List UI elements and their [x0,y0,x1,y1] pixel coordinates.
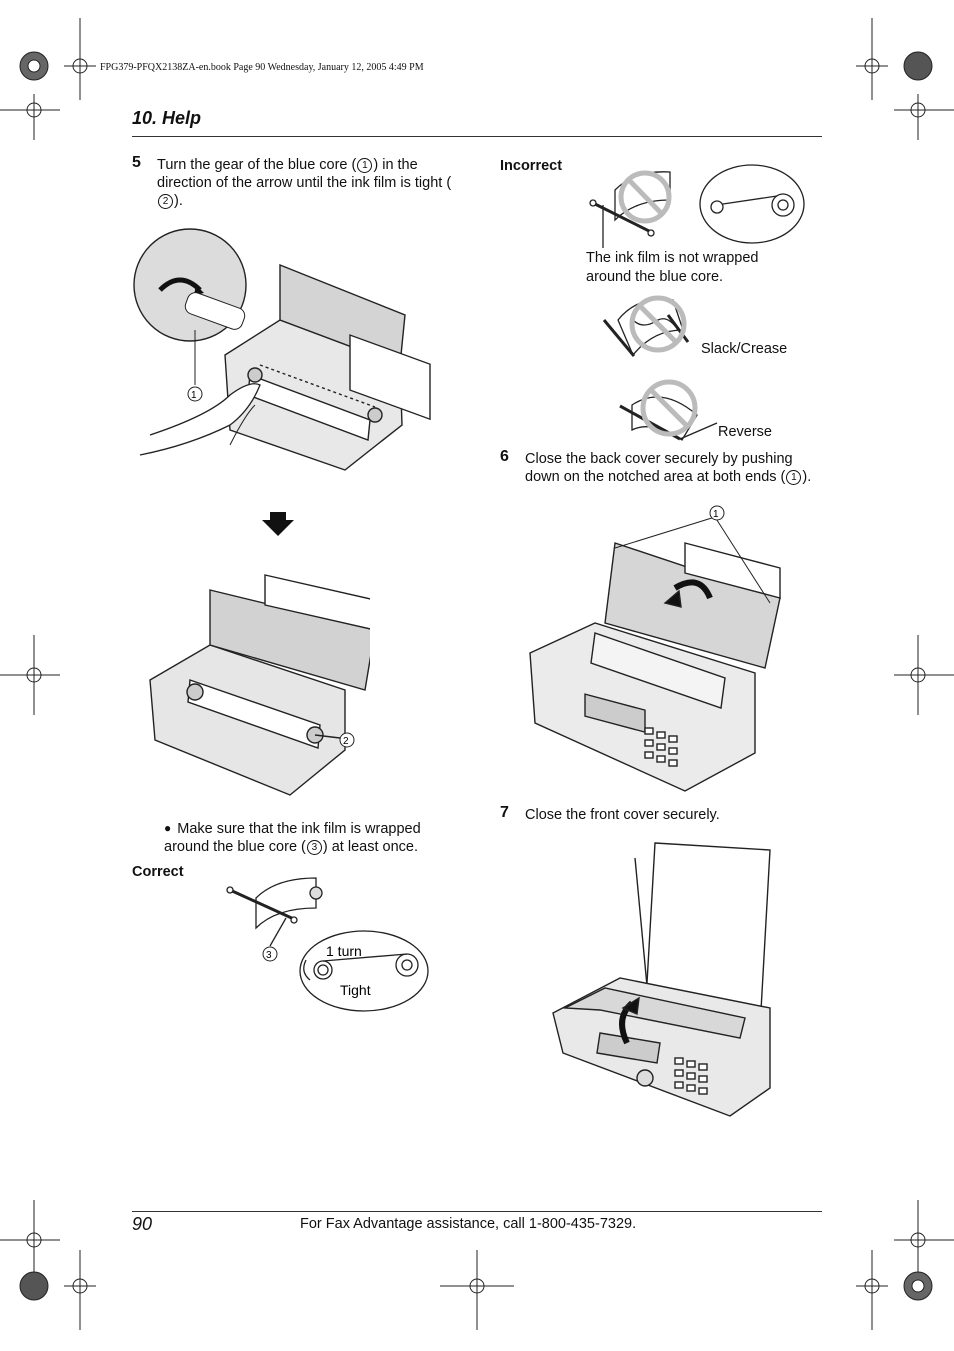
step-6-number: 6 [500,448,509,465]
not-wrapped-illustration [589,164,805,248]
illustration-callout-1: 1 [191,390,197,401]
step-5-number: 5 [132,154,141,171]
turn-gear-illustration: 1 [133,228,431,471]
callout-1: 1 [357,158,373,173]
step-6-text: Close the back cover securely by pushing… [525,451,812,485]
reverse-label: Reverse [718,424,772,440]
bullet-icon: ● [164,821,172,835]
turn-label: 1 turn [326,943,362,959]
tight-label: Tight [340,982,371,998]
slack-crease-label: Slack/Crease [701,341,788,357]
callout-3: 3 [306,840,322,855]
arrow-down-icon [262,512,294,536]
correct-roll-illustration: 3 1 turn Tight [226,877,429,1012]
slack-crease-illustration [602,295,690,357]
illustration-callout-2: 2 [343,736,349,747]
reverse-illustration [619,379,718,441]
step-7-text: Close the front cover securely. [525,807,720,823]
correct-callout-3: 3 [266,950,272,961]
close-front-cover-illustration [552,842,771,1117]
ink-film-tight-illustration: 2 [149,574,370,796]
print-slug: FPG379-PFQX2138ZA-en.book Page 90 Wednes… [100,62,424,73]
close-back-cover-illustration: 1 [529,505,781,792]
footer-assistance: For Fax Advantage assistance, call 1-800… [300,1216,637,1232]
step-6-callout-1: 1 [786,470,802,485]
step-5-text: Turn the gear of the blue core (1) in th… [157,157,452,209]
step-7-number: 7 [500,804,509,821]
correct-heading: Correct [132,864,184,880]
footer-rule [132,1211,822,1212]
callout-2: 2 [158,194,173,209]
section-title: 10. Help [132,108,202,128]
page-number: 90 [132,1214,153,1234]
header-rule [132,136,822,137]
incorrect-heading: Incorrect [500,158,563,174]
step-6-illustration-callout-1: 1 [713,509,719,520]
ink-film-bullet: ●Make sure that the ink film is wrapped … [164,821,421,855]
not-wrapped-label: The ink film is not wrapped around the b… [586,250,759,285]
